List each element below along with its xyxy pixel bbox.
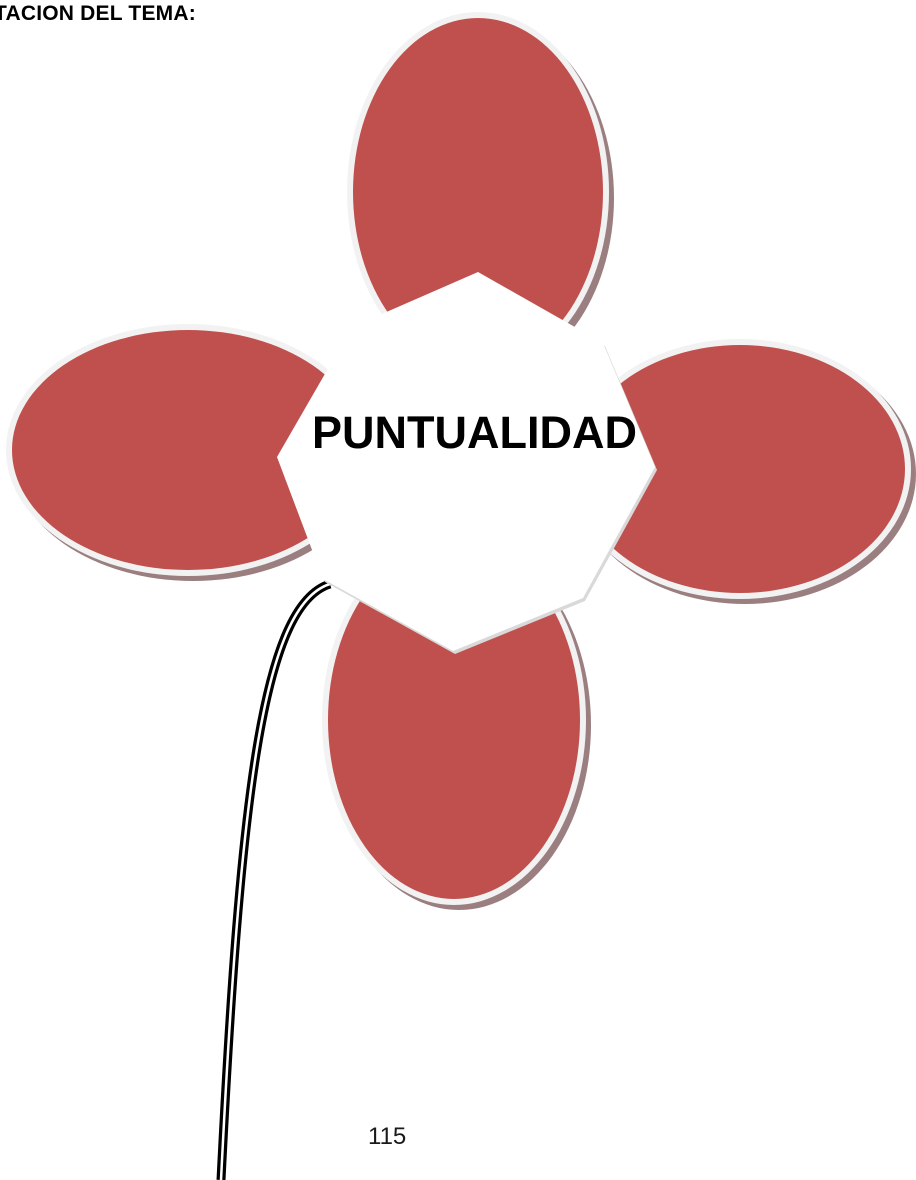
flower-stem bbox=[221, 584, 330, 1180]
flower-center: PUNTUALIDAD bbox=[277, 272, 657, 654]
page-number: 115 bbox=[368, 1123, 406, 1151]
center-label: PUNTUALIDAD bbox=[312, 407, 637, 458]
